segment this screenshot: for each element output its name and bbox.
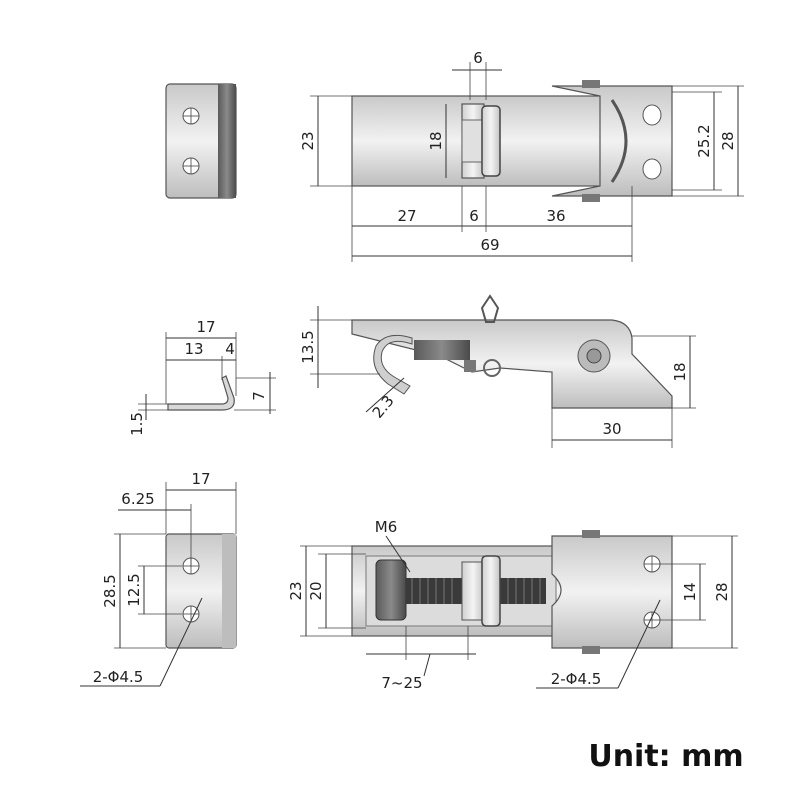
dim-18-top: 18 (427, 131, 445, 150)
dim-27: 27 (397, 207, 416, 225)
dim-69: 69 (480, 236, 499, 254)
thread-m6: M6 (375, 518, 398, 536)
catch-front-dim-17: 17 (191, 470, 210, 488)
catch-side-profile (167, 375, 235, 411)
dim-2-3: 2.3 (369, 392, 398, 422)
dim-18-side: 18 (671, 362, 689, 381)
latch-bottom-view (351, 530, 673, 654)
bottom-view-dimensions: M6 23 20 14 28 7~25 2-Φ4.5 (287, 518, 738, 692)
dim-36: 36 (546, 207, 565, 225)
catch-dim-17: 17 (196, 318, 215, 336)
dim-13-5: 13.5 (299, 330, 317, 363)
catch-side-dimensions: 17 13 4 7 1.5 (128, 318, 276, 436)
dim-23-top: 23 (299, 131, 317, 150)
catch-dim-13: 13 (184, 340, 203, 358)
latch-side-view (351, 294, 673, 409)
latch-top-view (351, 80, 673, 202)
catch-front-dim-6-25: 6.25 (121, 490, 154, 508)
catch-front-dim-28-5: 28.5 (101, 574, 119, 607)
dim-28-bottom: 28 (713, 582, 731, 601)
dim-23-bottom: 23 (287, 581, 305, 600)
catch-front-holes: 2-Φ4.5 (93, 668, 144, 686)
dim-6-top: 6 (473, 49, 483, 67)
catch-dim-7: 7 (250, 391, 268, 401)
dim-28-top: 28 (719, 131, 737, 150)
dim-20: 20 (307, 581, 325, 600)
catch-plate-front-view (165, 533, 237, 649)
catch-front-dimensions: 17 6.25 28.5 12.5 2-Φ4.5 (80, 470, 237, 687)
dim-25-2: 25.2 (695, 124, 713, 157)
top-view-dimensions: 6 23 18 25.2 28 27 6 36 69 (299, 49, 744, 262)
side-view-dimensions: 13.5 18 2.3 30 (299, 306, 696, 448)
dim-6-bottom: 6 (469, 207, 479, 225)
bottom-view-holes: 2-Φ4.5 (551, 670, 602, 688)
catch-dim-4: 4 (225, 340, 235, 358)
catch-dim-1-5: 1.5 (128, 412, 146, 436)
dim-14: 14 (681, 582, 699, 601)
unit-label: Unit: mm (588, 739, 743, 774)
catch-front-dim-12-5: 12.5 (125, 573, 143, 606)
catch-plate-top-view (165, 83, 237, 199)
dim-30: 30 (602, 420, 621, 438)
range-7-25: 7~25 (381, 674, 422, 692)
